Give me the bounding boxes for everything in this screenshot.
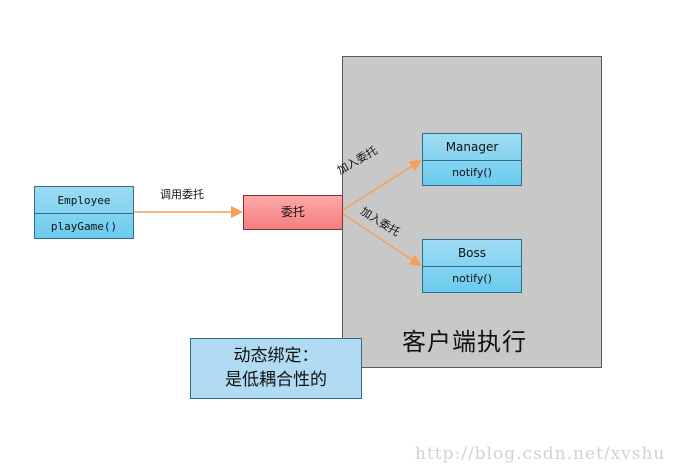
boss-class-name: Boss xyxy=(457,246,487,260)
edge-label-call-delegate: 调用委托 xyxy=(160,188,204,201)
manager-class-name: Manager xyxy=(445,140,499,154)
boss-method: notify() xyxy=(452,272,492,285)
employee-class-box: Employee playGame() xyxy=(34,186,134,239)
dynamic-binding-note: 动态绑定： 是低耦合性的 xyxy=(190,338,362,399)
boss-divider xyxy=(423,266,521,267)
note-line-1: 动态绑定： xyxy=(233,346,319,366)
manager-method: notify() xyxy=(452,166,492,179)
delegate-box: 委托 xyxy=(243,195,343,230)
arrow-delegate-to-boss xyxy=(342,213,422,267)
client-execution-label: 客户端执行 xyxy=(402,328,527,356)
employee-method: playGame() xyxy=(50,220,118,233)
employee-divider xyxy=(35,213,133,214)
manager-class-box: Manager notify() xyxy=(422,133,522,186)
manager-divider xyxy=(423,160,521,161)
employee-class-name: Employee xyxy=(57,194,111,207)
client-execution-area xyxy=(342,56,602,368)
arrow-delegate-to-manager xyxy=(342,159,422,211)
note-line-2: 是低耦合性的 xyxy=(225,370,327,390)
boss-class-box: Boss notify() xyxy=(422,239,522,293)
watermark: http://blog.csdn.net/xvshu xyxy=(415,444,666,464)
